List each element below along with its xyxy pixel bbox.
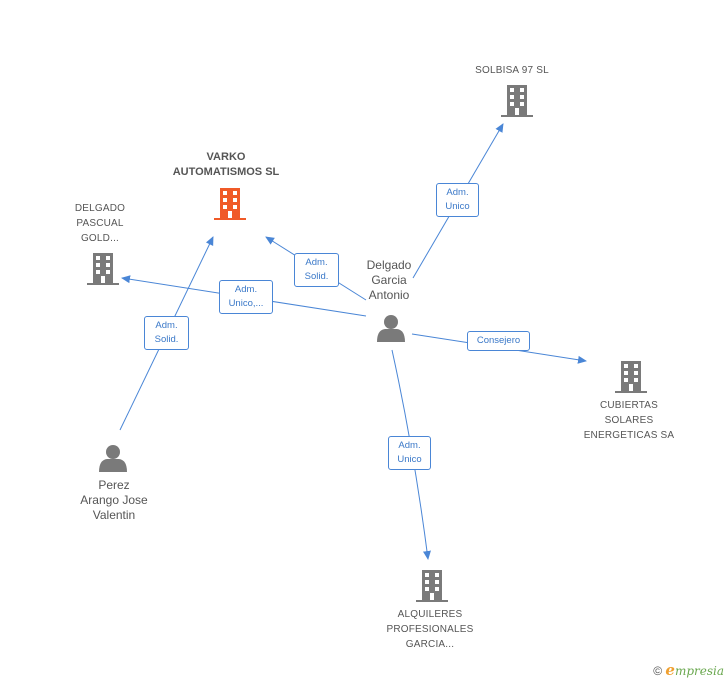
person-icon-perez[interactable] [99,445,127,472]
node-label-perez[interactable]: Perez Arango Jose Valentin [80,478,148,522]
node-label-alquileres[interactable]: ALQUILERES PROFESIONALES GARCIA... [386,609,474,650]
node-label-varko[interactable]: VARKO AUTOMATISMOS SL [172,151,280,178]
edge-label-pascual[interactable]: Adm. Unico,... [219,280,273,314]
edge-label-cubiertas[interactable]: Consejero [467,331,530,351]
building-icon-delgado-pascual[interactable] [87,253,119,285]
person-icon-delgado-garcia[interactable] [377,315,405,342]
building-icon-cubiertas[interactable] [615,361,647,393]
node-label-delgado-pascual[interactable]: DELGADO PASCUAL GOLD... [74,203,126,244]
edge-label-alquileres[interactable]: Adm. Unico [388,436,431,470]
empresia-logo[interactable]: empresia [665,661,724,679]
node-label-delgado-garcia[interactable]: Delgado Garcia Antonio [366,258,412,302]
brand-footer: © empresia [653,661,724,679]
node-label-cubiertas[interactable]: CUBIERTAS SOLARES ENERGETICAS SA [583,400,675,441]
edge-label-solbisa[interactable]: Adm. Unico [436,183,479,217]
edge-label-varko-solid[interactable]: Adm. Solid. [294,253,339,287]
building-icon-solbisa[interactable] [501,85,533,117]
node-label-solbisa[interactable]: SOLBISA 97 SL [475,65,549,76]
building-icon-alquileres[interactable] [416,570,448,602]
copyright-symbol: © [653,664,663,678]
edge-label-perez-varko[interactable]: Adm. Solid. [144,316,189,350]
building-icon-varko[interactable] [214,188,246,220]
